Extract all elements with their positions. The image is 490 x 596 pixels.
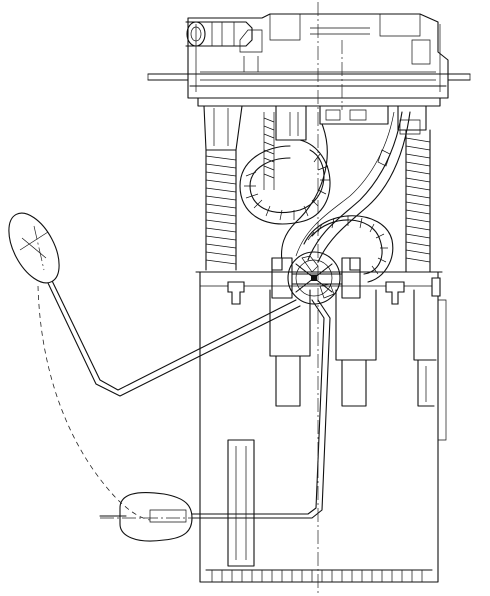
reservoir-bucket xyxy=(195,271,447,583)
top-flange-cover xyxy=(147,13,471,99)
flange-underside xyxy=(197,97,441,151)
fuel-outlet-connector xyxy=(185,21,253,47)
left-guide-spring xyxy=(205,149,237,271)
float-upper xyxy=(8,212,60,284)
wire-harness xyxy=(280,111,421,263)
float-travel-arc xyxy=(37,285,151,521)
float-lower xyxy=(99,491,193,542)
pump-head-assembly xyxy=(271,251,361,305)
center-lines xyxy=(33,2,343,596)
float-arm-upper xyxy=(37,259,301,397)
corrugated-hose-upper xyxy=(239,139,331,225)
bucket-clips xyxy=(227,277,441,305)
float-arm-lower xyxy=(149,299,331,519)
right-guide-spring xyxy=(405,129,431,273)
